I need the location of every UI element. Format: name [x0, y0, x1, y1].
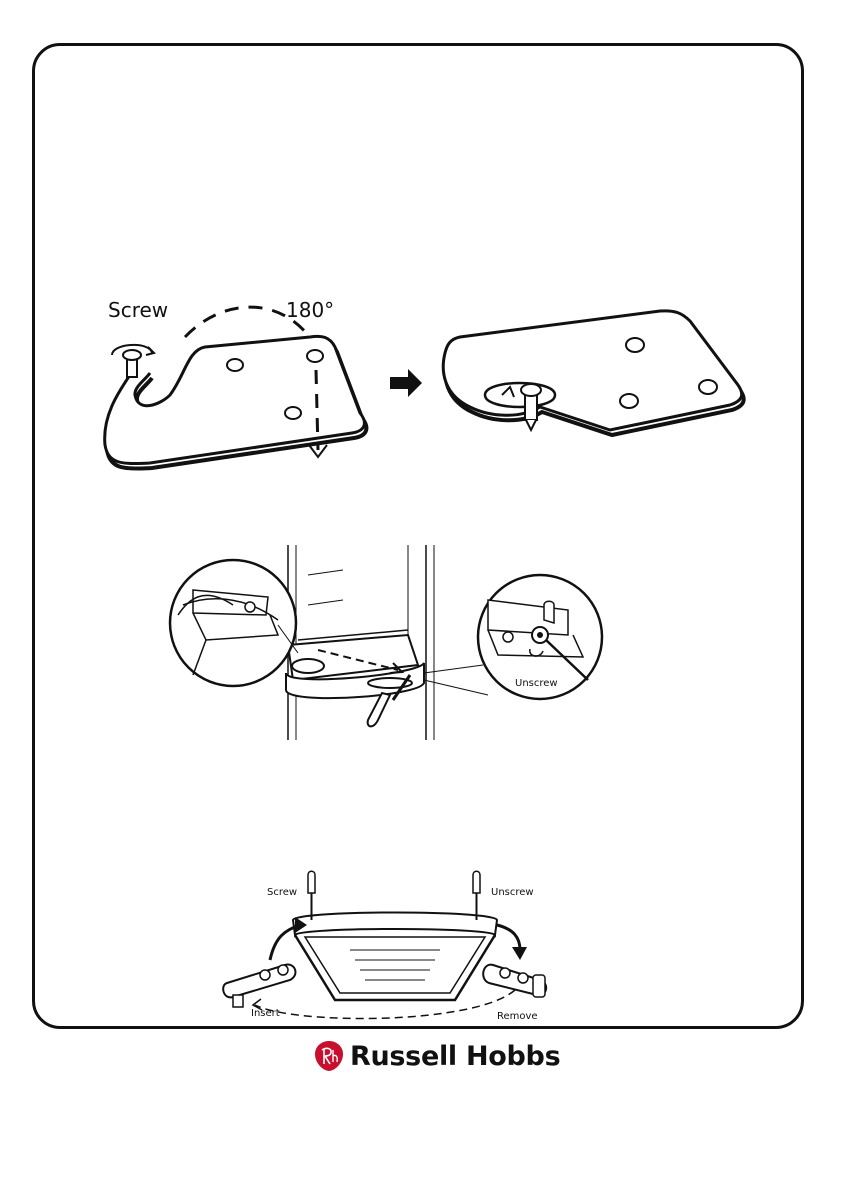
door-hinge-figure: Unscrew	[168, 545, 618, 740]
insert-label: Insert	[251, 1008, 280, 1019]
remove-label: Remove	[497, 1011, 538, 1022]
hinge-rotation-illustration	[90, 295, 760, 485]
hinge-transfer-figure: Screw Unscrew Insert Remove	[215, 865, 550, 1025]
brand-logo: Russell Hobbs	[314, 1038, 560, 1074]
angle-label: 180°	[286, 298, 334, 322]
brand-name: Russell Hobbs	[350, 1041, 560, 1072]
screw-label-small: Screw	[267, 887, 297, 898]
door-hinge-illustration	[168, 545, 618, 740]
unscrew-label-small: Unscrew	[491, 887, 534, 898]
hinge-rotation-figure: Screw 180°	[90, 295, 760, 485]
screw-label: Screw	[108, 298, 168, 322]
rh-seal-icon	[314, 1040, 344, 1072]
unscrew-label: Unscrew	[515, 678, 558, 689]
